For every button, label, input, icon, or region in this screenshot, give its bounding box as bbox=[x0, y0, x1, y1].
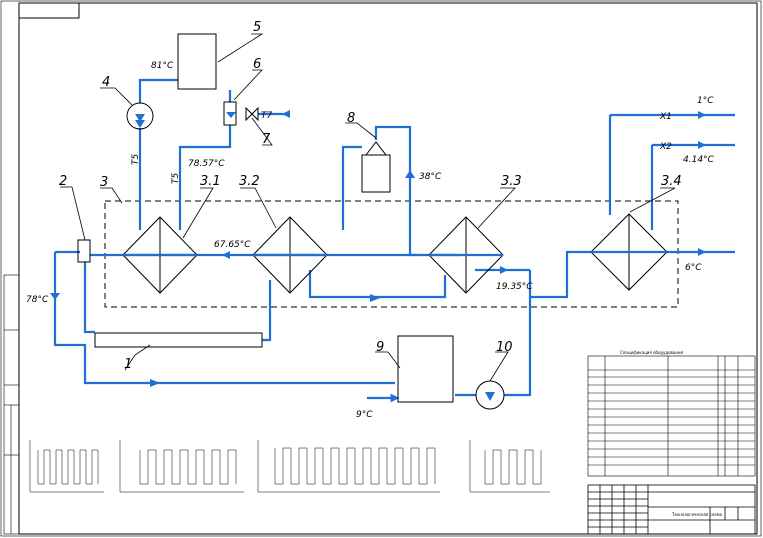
title-block-caption: Технологическая схема bbox=[671, 512, 723, 517]
vessel-5 bbox=[177, 33, 217, 90]
receiver-1 bbox=[94, 332, 263, 348]
temp-6: 6°C bbox=[685, 263, 702, 273]
corner-stamp bbox=[18, 2, 80, 19]
separator-8 bbox=[361, 154, 391, 193]
label-filter-6: 6 bbox=[253, 57, 261, 72]
label-exchanger-3-4: 3.4 bbox=[661, 174, 682, 189]
label-exchanger-3-2: 3.2 bbox=[239, 174, 260, 189]
left-margin-strip bbox=[3, 274, 20, 535]
temp-78-57: 78.57°C bbox=[188, 159, 225, 169]
stream-t5-left: T5 bbox=[131, 154, 141, 165]
mini-coil-diagrams bbox=[29, 440, 550, 493]
filter-6 bbox=[223, 101, 237, 126]
pump-4 bbox=[126, 102, 154, 130]
leader-lines bbox=[60, 33, 676, 382]
ejector-2 bbox=[77, 239, 91, 263]
drawing-frame-inner bbox=[18, 2, 758, 535]
tank-9 bbox=[397, 335, 454, 403]
specification-table bbox=[587, 355, 756, 477]
label-receiver-1: 1 bbox=[124, 357, 132, 372]
temp-67-65: 67.65°C bbox=[214, 240, 251, 250]
flow-arrows bbox=[50, 110, 706, 387]
label-valve-7: 7 bbox=[262, 132, 271, 147]
label-ejector-2: 2 bbox=[59, 174, 67, 189]
label-pump-10: 10 bbox=[496, 340, 513, 355]
label-block-3: 3 bbox=[100, 175, 108, 190]
label-exchanger-3-1: 3.1 bbox=[200, 174, 221, 189]
temp-9: 9°C bbox=[356, 410, 373, 420]
temp-81: 81°C bbox=[151, 61, 174, 71]
label-exchanger-3-3: 3.3 bbox=[501, 174, 522, 189]
label-pump-4: 4 bbox=[102, 75, 110, 90]
temp-4-14: 4.14°C bbox=[683, 155, 715, 165]
label-separator-8: 8 bbox=[347, 111, 355, 126]
temp-1: 1°C bbox=[697, 96, 714, 106]
stream-t7: T7 bbox=[261, 111, 272, 121]
temp-78: 78°C bbox=[26, 295, 49, 305]
valve-7 bbox=[245, 106, 259, 122]
stream-x2: X2 bbox=[659, 142, 672, 152]
stream-x1: X1 bbox=[659, 112, 672, 122]
title-block bbox=[587, 484, 756, 535]
label-vessel-5: 5 bbox=[253, 20, 261, 35]
temp-38: 38°C bbox=[419, 172, 442, 182]
stream-t5-right: T5 bbox=[171, 173, 181, 184]
spec-table-title: Спецификация оборудования bbox=[620, 350, 684, 355]
label-tank-9: 9 bbox=[376, 340, 384, 355]
temp-19-35: 19.35°C bbox=[496, 282, 533, 292]
